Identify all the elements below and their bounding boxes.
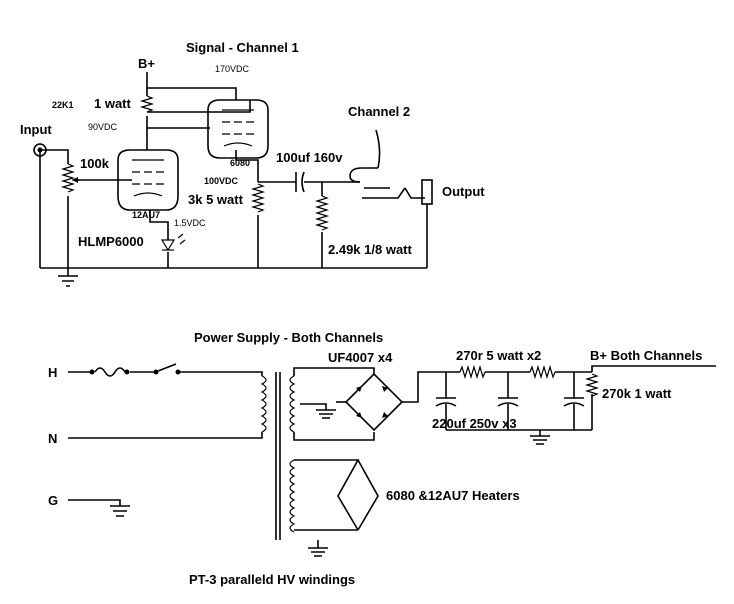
input-label: Input: [20, 122, 52, 137]
transformer-caption: PT-3 paralleld HV windings: [189, 572, 355, 587]
bplus-both-label: B+ Both Channels: [590, 348, 702, 363]
G-label: G: [48, 493, 58, 508]
tube-12au7-label: 12AU7: [132, 210, 160, 220]
resistor-3k-label: 3k 5 watt: [188, 192, 244, 207]
tube-6080-label: 6080: [230, 158, 250, 168]
voltage-170: 170VDC: [215, 64, 250, 74]
cathode-resistor-3k: [250, 183, 266, 213]
input-jack: [33, 143, 47, 157]
tube-12au7: [112, 149, 179, 211]
transformer: [260, 372, 296, 540]
voltage-100: 100VDC: [204, 176, 239, 186]
coupling-capacitor: [295, 171, 305, 193]
filter-network: [435, 364, 716, 445]
resistor-270k-label: 270k 1 watt: [602, 386, 672, 401]
signal-wiring: [39, 72, 433, 269]
rectifier-label: UF4007 x4: [328, 350, 393, 365]
bplus-label: B+: [138, 56, 155, 71]
bridge-rectifier: [336, 371, 440, 432]
heater-winding: [294, 459, 379, 557]
output-label: Output: [442, 184, 485, 199]
power-wiring: [68, 363, 263, 517]
signal-ground-symbol: [58, 268, 78, 287]
heaters-label: 6080 &12AU7 Heaters: [386, 488, 520, 503]
input-pot-100k: [60, 163, 80, 193]
cap-220uf-label: 220uf 250v x3: [432, 416, 517, 431]
resistor-1watt-label: 1 watt: [94, 96, 132, 111]
tube-6080: [207, 99, 269, 159]
plate-resistor: [139, 95, 155, 113]
resistor-22k1-label: 22K1: [52, 100, 74, 110]
cap-100uf-label: 100uf 160v: [276, 150, 343, 165]
channel-2-label: Channel 2: [348, 104, 410, 119]
H-label: H: [48, 365, 57, 380]
resistor-270r-label: 270r 5 watt x2: [456, 348, 541, 363]
output-resistor-249k: [314, 195, 330, 231]
led-hlmp6000: [160, 233, 186, 252]
N-label: N: [48, 431, 57, 446]
rectifier-wiring: [293, 367, 375, 441]
pot-100k-label: 100k: [80, 156, 110, 171]
voltage-90: 90VDC: [88, 122, 118, 132]
power-supply-title: Power Supply - Both Channels: [194, 330, 383, 345]
voltage-1-5: 1.5VDC: [174, 218, 206, 228]
resistor-249k-label: 2.49k 1/8 watt: [328, 242, 412, 257]
signal-title: Signal - Channel 1: [186, 40, 299, 55]
led-label: HLMP6000: [78, 234, 144, 249]
